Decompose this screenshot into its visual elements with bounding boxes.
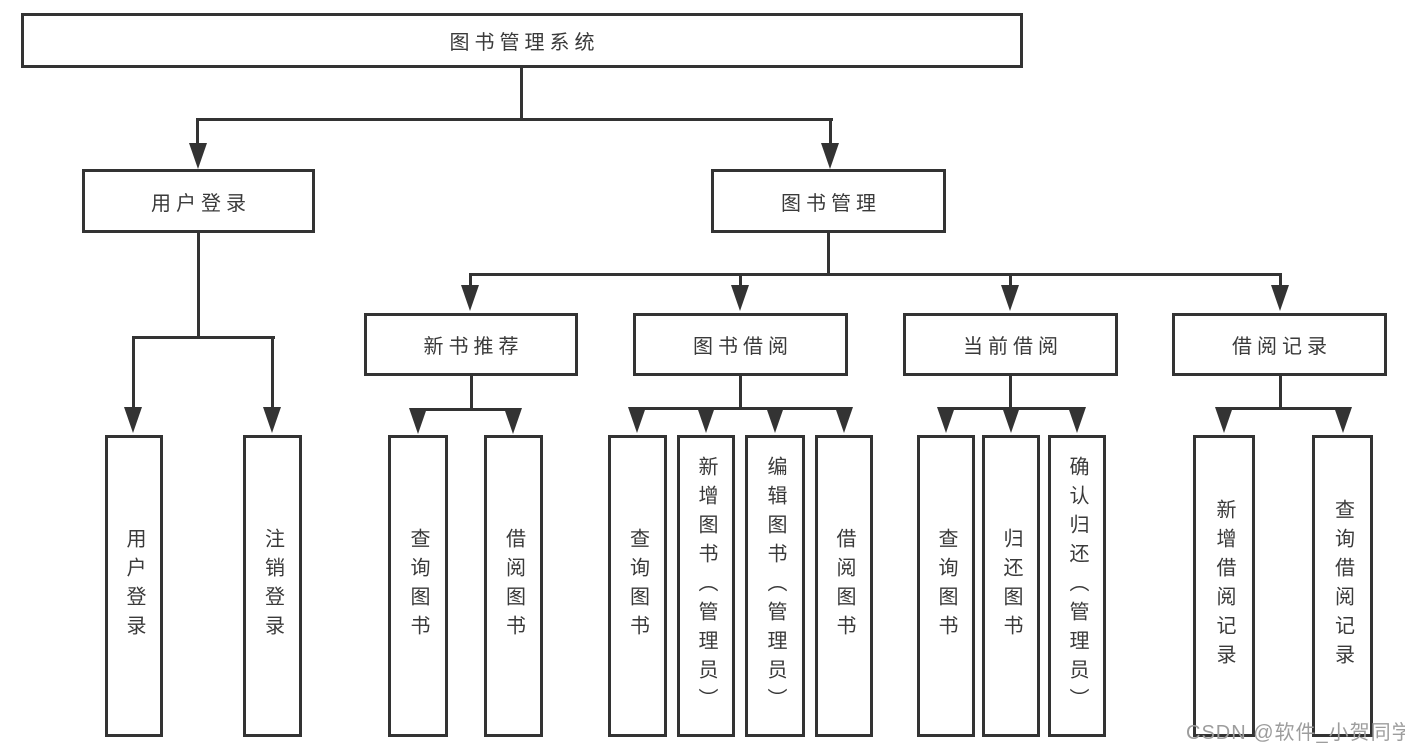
connector-borrow-stem: [739, 376, 742, 410]
leaf-label: 编辑图书（管理员）: [764, 455, 786, 717]
node-current-borrow: 当前借阅: [903, 313, 1118, 376]
connector-recommend-rail: [417, 408, 514, 411]
leaf-return-books: 归还图书: [982, 435, 1040, 737]
watermark: CSDN @软件_小贺同学: [1186, 722, 1405, 744]
node-book-borrow: 图书借阅: [633, 313, 848, 376]
leaf-label: 查询图书: [626, 528, 649, 644]
connector-root-rail: [197, 118, 833, 121]
arrow-down-icon: [189, 143, 207, 169]
connector-login-drop: [132, 336, 135, 410]
connector-mgmt-drop: [1279, 273, 1282, 289]
arrow-down-icon: [1001, 285, 1019, 311]
leaf-label: 新增借阅记录: [1213, 499, 1235, 673]
leaf-query-books-recommend: 查询图书: [388, 435, 448, 737]
arrow-down-icon: [1002, 407, 1020, 433]
leaf-borrow-books-recommend: 借阅图书: [484, 435, 543, 737]
connector-mgmt-rail: [470, 273, 1281, 276]
connector-root-left-drop: [196, 118, 199, 146]
connector-records-rail: [1223, 407, 1344, 410]
arrow-down-icon: [766, 407, 784, 433]
node-user-login: 用户登录: [82, 169, 315, 233]
arrow-down-icon: [835, 407, 853, 433]
connector-login-rail: [132, 336, 275, 339]
leaf-label: 新增图书（管理员）: [695, 455, 717, 717]
leaf-add-borrow-record: 新增借阅记录: [1193, 435, 1255, 737]
arrow-down-icon: [1068, 407, 1086, 433]
leaf-label: 借阅图书: [502, 528, 525, 644]
connector-login-stem: [197, 233, 200, 339]
leaf-label: 注销登录: [261, 528, 284, 644]
leaf-label: 归还图书: [1000, 528, 1022, 644]
arrow-down-icon: [124, 407, 142, 433]
connector-login-drop: [271, 336, 274, 410]
connector-root-right-drop: [829, 118, 832, 146]
connector-current-stem: [1009, 376, 1012, 410]
arrow-down-icon: [461, 285, 479, 311]
arrow-down-icon: [409, 408, 427, 434]
arrow-down-icon: [1271, 285, 1289, 311]
connector-mgmt-drop: [739, 273, 742, 289]
leaf-add-books-admin: 新增图书（管理员）: [677, 435, 735, 737]
node-book-management: 图书管理: [711, 169, 946, 233]
connector-recommend-stem: [470, 376, 473, 411]
arrow-down-icon: [263, 407, 281, 433]
connector-mgmt-stem: [827, 233, 830, 276]
arrow-down-icon: [1215, 407, 1233, 433]
arrow-down-icon: [628, 407, 646, 433]
leaf-label: 查询图书: [407, 528, 429, 644]
arrow-down-icon: [937, 407, 955, 433]
connector-mgmt-drop: [469, 273, 472, 289]
leaf-label: 查询图书: [935, 528, 957, 644]
arrow-down-icon: [731, 285, 749, 311]
leaf-user-login: 用户登录: [105, 435, 163, 737]
connector-root-stem: [520, 67, 523, 120]
arrow-down-icon: [1334, 407, 1352, 433]
leaf-confirm-return-admin: 确认归还（管理员）: [1048, 435, 1106, 737]
connector-borrow-rail: [636, 407, 845, 410]
leaf-query-books-borrow: 查询图书: [608, 435, 667, 737]
leaf-label: 查询借阅记录: [1331, 499, 1354, 673]
node-new-book-recommend: 新书推荐: [364, 313, 578, 376]
node-root-library-system: 图书管理系统: [21, 13, 1023, 68]
leaf-edit-books-admin: 编辑图书（管理员）: [745, 435, 805, 737]
leaf-query-borrow-record: 查询借阅记录: [1312, 435, 1373, 737]
leaf-label: 借阅图书: [833, 528, 855, 644]
connector-records-stem: [1279, 376, 1282, 410]
leaf-label: 确认归还（管理员）: [1066, 455, 1088, 717]
connector-mgmt-drop: [1009, 273, 1012, 289]
arrow-down-icon: [821, 143, 839, 169]
leaf-borrow-books: 借阅图书: [815, 435, 873, 737]
arrow-down-icon: [697, 407, 715, 433]
arrow-down-icon: [504, 408, 522, 434]
leaf-query-books-current: 查询图书: [917, 435, 975, 737]
leaf-label: 用户登录: [123, 528, 145, 644]
node-borrow-records: 借阅记录: [1172, 313, 1387, 376]
leaf-logout: 注销登录: [243, 435, 302, 737]
